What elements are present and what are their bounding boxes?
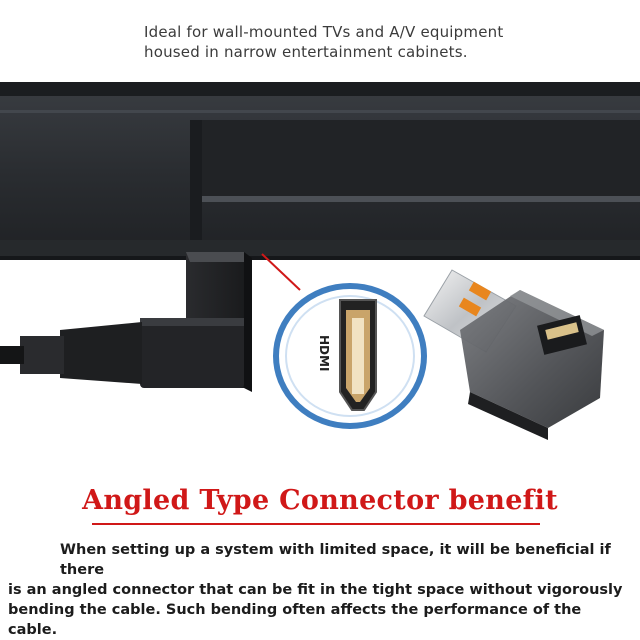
body-paragraph: When setting up a system with limited sp… xyxy=(8,540,632,640)
body-line-1: When setting up a system with limited sp… xyxy=(60,542,611,578)
body-line-3: bending the cable. Such bending often af… xyxy=(8,602,582,638)
section-heading: Angled Type Connector benefit xyxy=(82,485,558,516)
tv-body xyxy=(0,82,640,260)
hdmi-port-zoom: HDMI xyxy=(273,283,427,429)
hdmi-port-label: HDMI xyxy=(317,335,331,371)
transparent-angled-adapter xyxy=(423,269,604,440)
caption-line-1: Ideal for wall-mounted TVs and A/V equip… xyxy=(144,23,504,41)
body-line-2: is an angled connector that can be fit i… xyxy=(8,582,623,598)
caption-line-2: housed in narrow entertainment cabinets. xyxy=(144,43,468,61)
top-caption: Ideal for wall-mounted TVs and A/V equip… xyxy=(144,22,564,62)
angled-hdmi-adapter xyxy=(140,252,252,392)
hdmi-cable xyxy=(0,322,142,384)
callout-line xyxy=(261,253,301,291)
heading-underline xyxy=(92,523,540,525)
